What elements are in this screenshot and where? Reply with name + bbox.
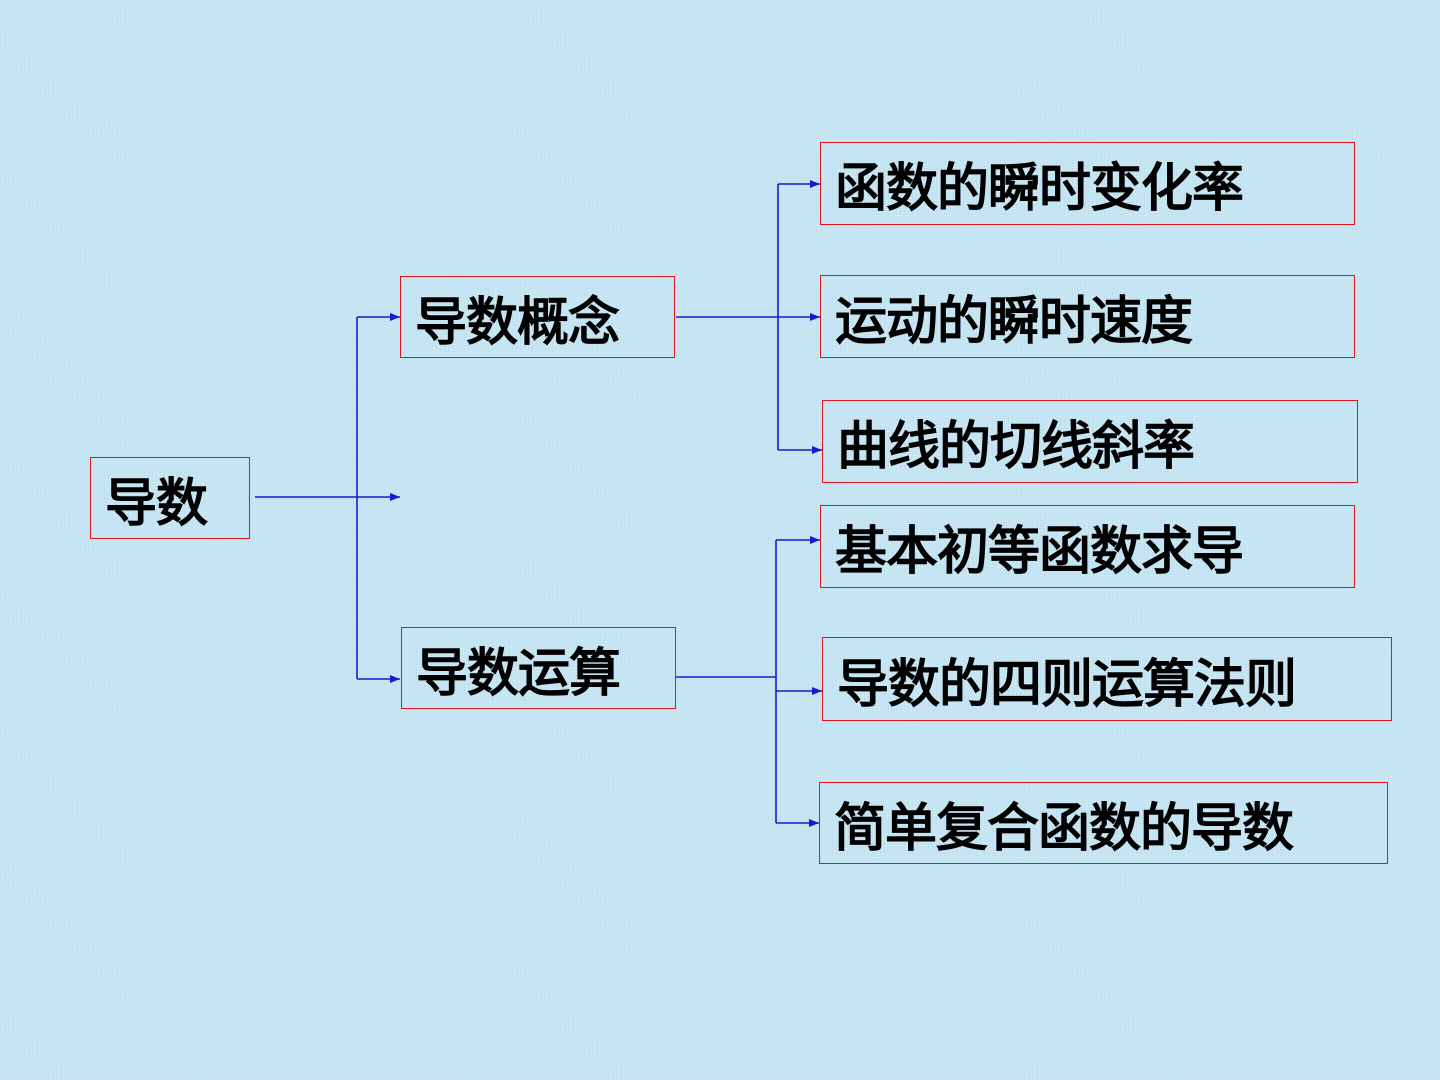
leaf-node-basic-derivatives: 基本初等函数求导 (820, 505, 1355, 588)
branch-node-operation: 导数运算 (401, 627, 676, 709)
root-node: 导数 (90, 457, 250, 539)
branch-node-concept: 导数概念 (400, 276, 675, 358)
leaf-node-tangent-slope: 曲线的切线斜率 (822, 400, 1358, 483)
leaf-node-instantaneous-velocity: 运动的瞬时速度 (820, 275, 1355, 358)
leaf-node-instantaneous-rate: 函数的瞬时变化率 (820, 142, 1355, 225)
leaf-node-composite-derivative: 简单复合函数的导数 (819, 782, 1388, 864)
leaf-node-arithmetic-rules: 导数的四则运算法则 (822, 637, 1392, 721)
